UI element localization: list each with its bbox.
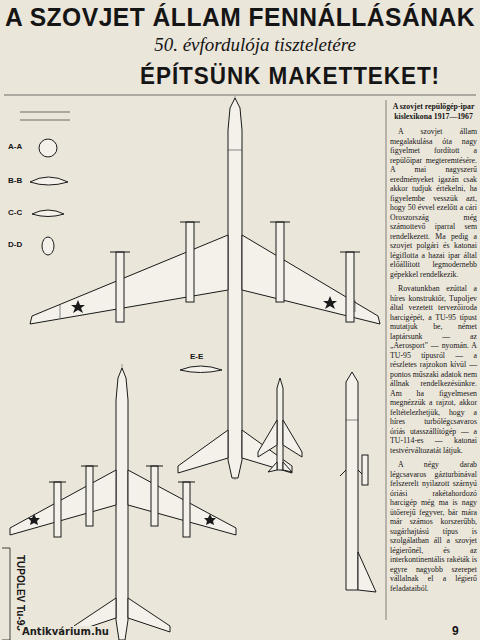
page-title: A SZOVJET ÁLLAM FENNÁLLÁSÁNAK <box>5 3 475 32</box>
section-label: D-D <box>8 240 22 249</box>
side-label: TUPOLEV Tu-95 <box>15 555 26 631</box>
column-heading: A szovjet repülőgép-ipar kislexikona 191… <box>390 102 477 121</box>
subtitle: 50. évfordulója tiszteletére <box>154 34 356 56</box>
section-label: A-A <box>8 142 22 151</box>
text-column: A szovjet repülőgép-ipar kislexikona 191… <box>390 102 477 598</box>
section-label: C-C <box>8 208 22 217</box>
body-paragraph: Rovatunkban ezúttal a híres konstruktőr,… <box>390 284 477 455</box>
body-paragraph: A négy darab légcsavaros gázturbinával f… <box>390 460 477 593</box>
section-label: E-E <box>190 352 203 361</box>
section-label: B-B <box>8 176 22 185</box>
body-paragraph: A szovjet állam megalakulása óta nagy fi… <box>390 127 477 279</box>
headline: ÉPÍTSÜNK MAKETTEKET! <box>140 62 440 90</box>
watermark: Antikvárium.hu <box>20 626 111 637</box>
page-number: 9 <box>452 624 459 638</box>
